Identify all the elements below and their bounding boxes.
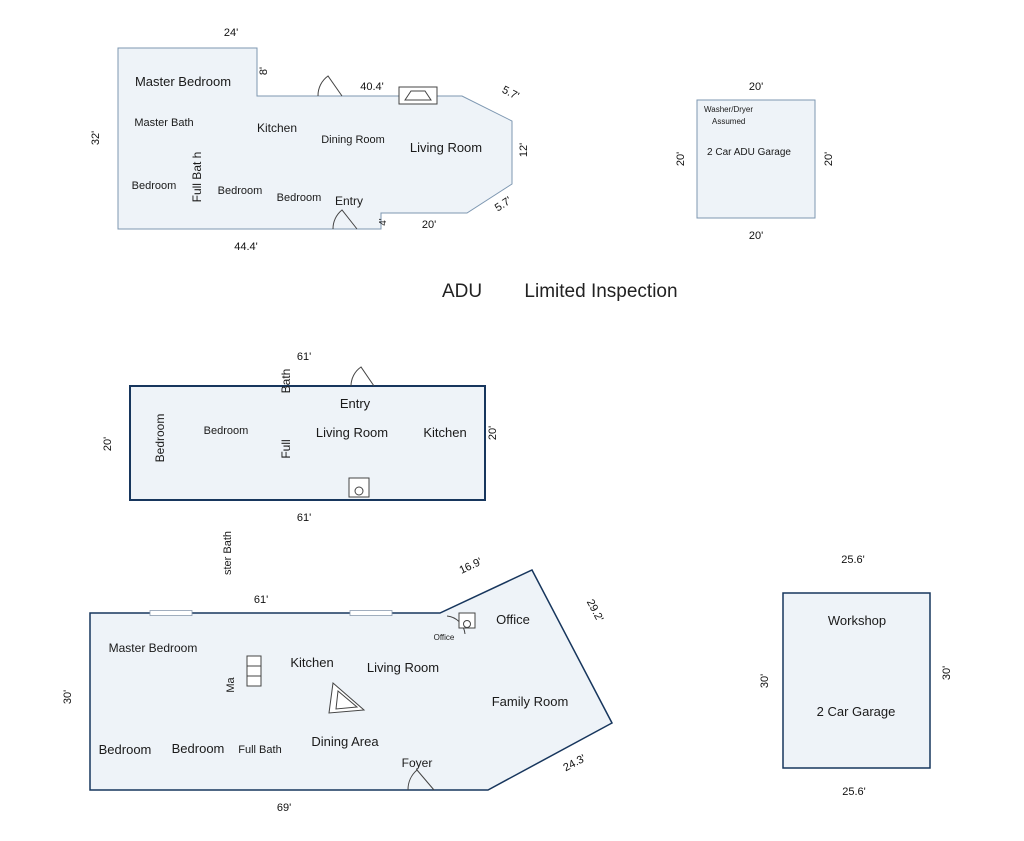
dim-label: 69' <box>277 802 291 814</box>
adu-unit-outline <box>129 385 486 501</box>
entry-door-arc-icon <box>332 209 358 230</box>
dim-label: 20' <box>823 152 835 166</box>
room-label-bedroom: Bedroom <box>172 741 225 756</box>
room-label-entry: Entry <box>340 396 371 411</box>
room-label-office: Office <box>496 612 530 627</box>
room-label-master-bedroom: Master Bedroom <box>135 74 231 89</box>
main-house-plan: 24' Master Bedroom 8' 40.4' 5.7' Master … <box>90 27 530 253</box>
room-label-bedroom: Bedroom <box>153 414 167 463</box>
room-label-full-bath: Full Bath <box>238 744 281 756</box>
room-label-bedroom: Bedroom <box>99 742 152 757</box>
foyer-door-arc-icon <box>407 769 435 791</box>
garage-plan: 25.6' Workshop 30' 30' 2 Car Garage 25.6… <box>759 554 953 798</box>
room-label-bedroom: Bedroom <box>277 192 322 204</box>
dim-label: 30' <box>759 674 771 688</box>
dim-label: 44.4' <box>234 241 258 253</box>
dim-label: 12' <box>518 143 530 157</box>
dim-label: 20' <box>749 230 763 242</box>
room-label-family-room: Family Room <box>492 694 569 709</box>
room-label-bedroom: Bedroom <box>204 425 249 437</box>
dim-label: 20' <box>422 219 436 231</box>
window-icon <box>149 610 193 616</box>
office-fixture-knob-icon <box>463 620 471 628</box>
room-label-2-car-garage: 2 Car Garage <box>817 704 896 719</box>
dim-label: 24.3' <box>561 753 587 775</box>
room-label-dining-area: Dining Area <box>311 734 379 749</box>
dim-label: 29.2' <box>584 597 606 623</box>
room-label-living-room: Living Room <box>410 140 482 155</box>
lower-house-outline <box>89 569 614 791</box>
room-label-full-bath: Full Bat h <box>190 152 204 203</box>
note-washer-dryer: Washer/Dryer <box>704 105 753 114</box>
adu-garage-outline <box>696 99 816 219</box>
dim-label: 30' <box>941 666 953 680</box>
room-label-bedroom: Bedroom <box>218 185 263 197</box>
room-label-living-room: Living Room <box>316 425 388 440</box>
dim-label: 61' <box>297 512 311 524</box>
fireplace-inner-icon <box>404 90 432 101</box>
dim-label: 16.9' <box>458 556 484 577</box>
room-label-bath: Bath <box>279 369 293 394</box>
dim-label: 5.7' <box>493 195 514 215</box>
room-label-living-room: Living Room <box>367 660 439 675</box>
dim-label: 20' <box>102 437 114 451</box>
dim-label: 40.4' <box>360 81 384 93</box>
dim-label: 20' <box>675 152 687 166</box>
room-label-kitchen: Kitchen <box>290 655 333 670</box>
stove-burner-icon <box>354 486 364 496</box>
dim-label: 20' <box>749 81 763 93</box>
room-label-kitchen: Kitchen <box>257 121 297 135</box>
dining-table-inner-icon <box>335 690 359 710</box>
adu-garage-plan: 20' Washer/Dryer Assumed 2 Car ADU Garag… <box>675 81 835 242</box>
room-label-dining-room: Dining Room <box>321 134 385 146</box>
dim-label: 4' <box>378 218 389 226</box>
lower-house-plan: 61' 16.9' Office Office 29.2' Master Bed… <box>62 556 614 814</box>
page-title: ADU Limited Inspection <box>442 281 678 302</box>
dim-label: 20' <box>487 426 499 440</box>
entry-door-arc-icon <box>350 366 375 387</box>
room-label-adu-garage: 2 Car ADU Garage <box>707 147 791 158</box>
dim-label: 32' <box>90 131 102 145</box>
room-label-master-bath-partial: ster Bath <box>222 531 234 575</box>
door-arc-icon <box>317 75 343 97</box>
dim-label: 8' <box>258 67 270 75</box>
room-label-full: Full <box>279 439 293 458</box>
room-label-office-small: Office <box>434 633 455 642</box>
room-label-foyer: Foyer <box>402 756 433 770</box>
room-label-master-bedroom: Master Bedroom <box>109 641 198 655</box>
room-label-master-bath: Master Bath <box>134 117 193 129</box>
dim-label: 25.6' <box>842 786 866 798</box>
room-label-entry: Entry <box>335 194 363 208</box>
room-label-kitchen: Kitchen <box>423 425 466 440</box>
fireplace-icon <box>398 86 438 105</box>
room-label-workshop: Workshop <box>828 613 886 628</box>
room-label-bedroom: Bedroom <box>132 180 177 192</box>
main-house-outline <box>117 47 513 230</box>
dim-label: 24' <box>224 27 238 39</box>
dim-label: 61' <box>254 594 268 606</box>
window-icon <box>349 610 393 616</box>
room-label-master-bath-partial: Ma <box>225 676 237 692</box>
dim-label: 25.6' <box>841 554 865 566</box>
garage-outline <box>782 592 931 769</box>
dim-label: 61' <box>297 351 311 363</box>
note-assumed: Assumed <box>712 117 745 126</box>
dim-label: 30' <box>62 690 74 704</box>
title-adu: ADU <box>442 281 482 302</box>
cabinet-icon <box>246 655 262 687</box>
title-limited-inspection: Limited Inspection <box>524 281 677 302</box>
adu-unit-plan: 61' Bath Entry Bedroom Bedroom Full Livi… <box>102 351 499 524</box>
dim-label: 5.7' <box>500 84 521 103</box>
